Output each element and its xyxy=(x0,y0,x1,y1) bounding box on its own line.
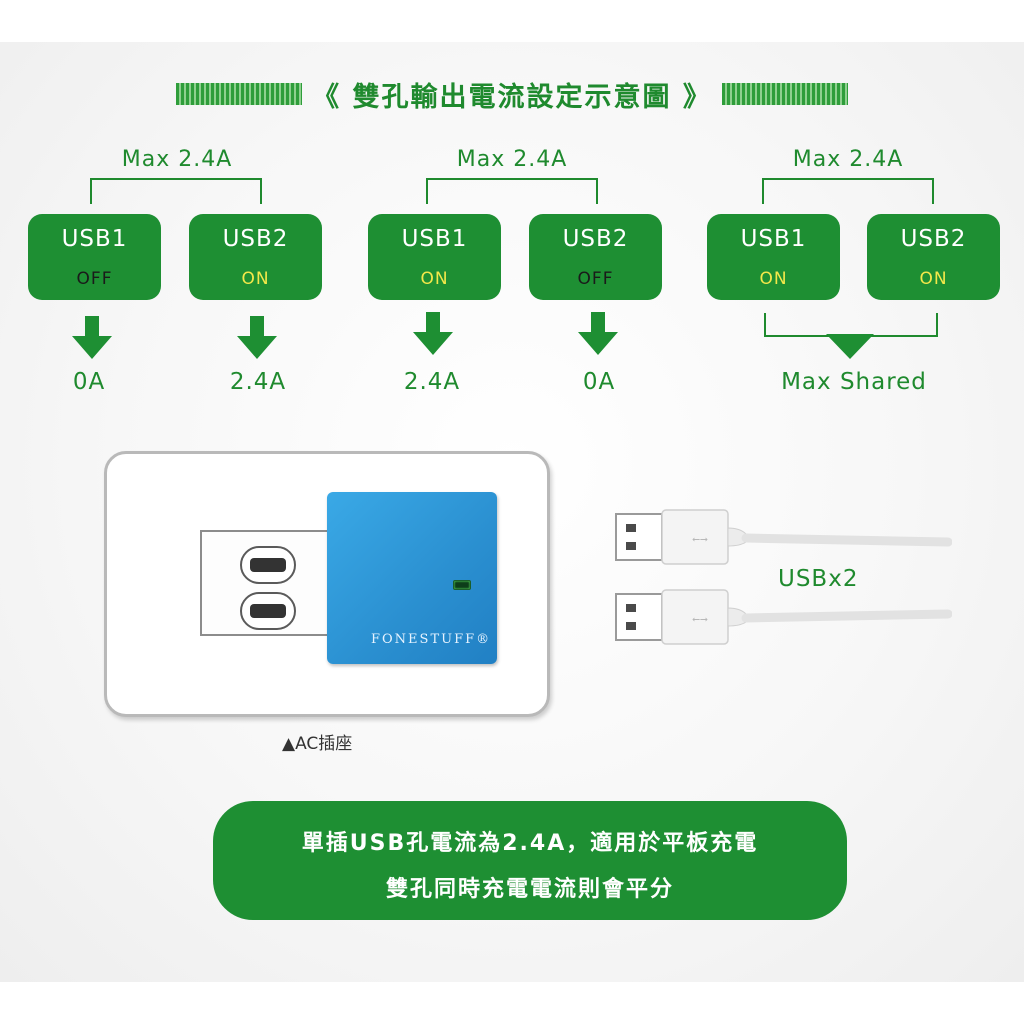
port-name: USB1 xyxy=(401,226,468,252)
usb-cables-icon: ⭠⭢ ⭠⭢ xyxy=(615,509,952,645)
group1-usb1-box: USB1 OFF xyxy=(28,214,161,300)
down-arrow-icon xyxy=(413,312,453,355)
port-state: OFF xyxy=(577,269,614,289)
group1-bracket xyxy=(90,178,262,204)
socket-hole-icon xyxy=(240,592,296,630)
port-state: ON xyxy=(919,269,948,289)
group3-max-label: Max 2.4A xyxy=(792,147,904,172)
svg-text:⭠⭢: ⭠⭢ xyxy=(692,534,708,545)
port-state: ON xyxy=(420,269,449,289)
diagram-title-row: 《 雙孔輸出電流設定示意圖 》 xyxy=(0,74,1024,114)
group2-usb1-box: USB1 ON xyxy=(368,214,501,300)
port-state: ON xyxy=(241,269,270,289)
down-arrow-icon xyxy=(237,316,277,359)
group1-usb2-box: USB2 ON xyxy=(189,214,322,300)
group1-result-usb2: 2.4A xyxy=(229,369,287,395)
group3-usb2-box: USB2 ON xyxy=(867,214,1000,300)
group2-result-usb1: 2.4A xyxy=(403,369,461,395)
group1-result-usb1: 0A xyxy=(72,369,106,395)
note-line-1: 單插USB孔電流為2.4A，適用於平板充電 xyxy=(301,831,759,856)
group3-bracket xyxy=(762,178,934,204)
title-decoration-left xyxy=(176,83,303,105)
down-triangle-icon xyxy=(826,334,874,359)
note-line-2: 雙孔同時充電電流則會平分 xyxy=(385,877,674,902)
port-state: ON xyxy=(759,269,788,289)
group3-result-shared: Max Shared xyxy=(781,369,927,395)
socket-hole-icon xyxy=(240,546,296,584)
charger-brand: FONESTUFF® xyxy=(371,632,492,647)
svg-text:⭠⭢: ⭠⭢ xyxy=(692,614,708,625)
title-decoration-right xyxy=(721,83,848,105)
port-name: USB2 xyxy=(222,226,289,252)
outlet-caption: ▲AC插座 xyxy=(282,734,353,754)
group2-max-label: Max 2.4A xyxy=(456,147,568,172)
group2-usb2-box: USB2 OFF xyxy=(529,214,662,300)
group2-result-usb2: 0A xyxy=(582,369,616,395)
group3-usb1-box: USB1 ON xyxy=(707,214,840,300)
group1-max-label: Max 2.4A xyxy=(121,147,233,172)
port-name: USB2 xyxy=(562,226,629,252)
usb-cable-label: USBx2 xyxy=(778,566,859,592)
port-name: USB1 xyxy=(740,226,807,252)
port-name: USB1 xyxy=(61,226,128,252)
charger-led-icon xyxy=(453,580,471,590)
note-banner: 單插USB孔電流為2.4A，適用於平板充電 雙孔同時充電電流則會平分 xyxy=(213,801,847,920)
group2-bracket xyxy=(426,178,598,204)
usb-charger: FONESTUFF® xyxy=(327,492,497,664)
down-arrow-icon xyxy=(72,316,112,359)
diagram-title: 《 雙孔輸出電流設定示意圖 》 xyxy=(312,81,712,113)
outlet-faceplate xyxy=(200,530,340,636)
port-state: OFF xyxy=(76,269,113,289)
port-name: USB2 xyxy=(900,226,967,252)
down-arrow-icon xyxy=(578,312,618,355)
